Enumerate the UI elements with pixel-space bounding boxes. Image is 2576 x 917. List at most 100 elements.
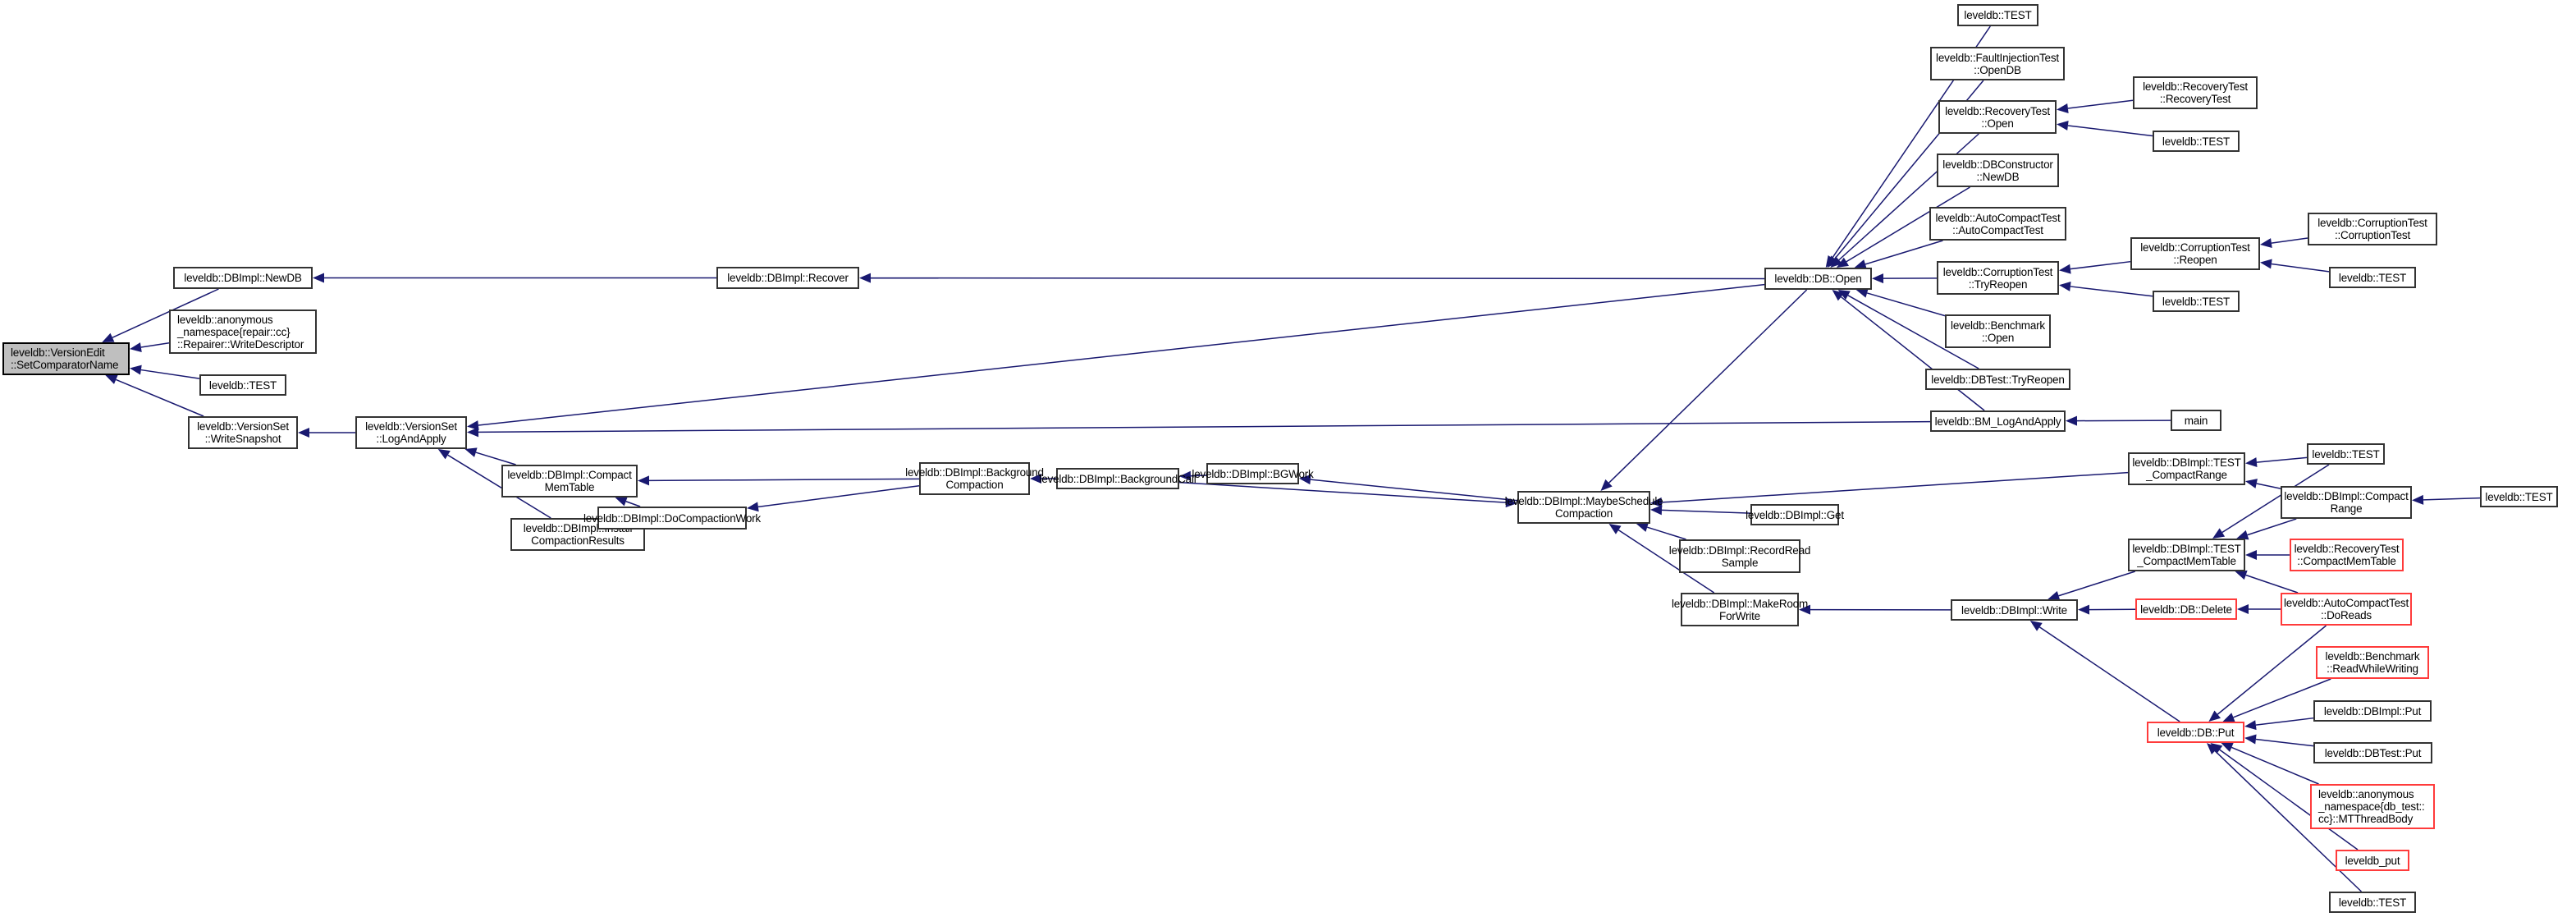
arrowhead-icon [2212,528,2226,539]
node-db-put[interactable]: leveldb::DB::Put [2147,722,2244,743]
edge-makeroom-to-maybeschedule [1617,530,1715,594]
arrowhead-icon [464,447,478,457]
node-dbtest-put[interactable]: leveldb::DBTest::Put [2313,742,2432,763]
edge-test_corr2-to-corruptionreopen [2271,263,2330,273]
edge-test_corr1-to-corruptiontryreopen [2070,286,2153,297]
arrowhead-icon [2208,710,2221,722]
node-root-setcomparatorname[interactable]: leveldb::VersionEdit ::SetComparatorName [2,342,130,375]
edge-dbopen-to-recover [870,277,1765,280]
node-test[interactable]: leveldb::TEST [2329,267,2416,288]
edge-mtthreadbody-to-dbput [2231,746,2319,785]
arrowhead-icon [130,342,142,352]
edge-bgwork-to-backgroundcall [1190,475,1207,477]
arrowhead-icon [1179,470,1192,481]
node-corruptiontest-tryreopen[interactable]: leveldb::CorruptionTest ::TryReopen [1937,261,2059,295]
node-main[interactable]: main [2171,410,2221,431]
edge-dbopen-to-logandapply [478,283,1765,426]
node-db-open[interactable]: leveldb::DB::Open [1764,268,1872,290]
edge-test_cr-to-testcompactmemtable [2221,464,2330,534]
node-dbimpl-compactrange[interactable]: leveldb::DBImpl::Compact Range [2281,486,2412,519]
arrowhead-icon [2207,743,2219,755]
arrowhead-icon [2221,742,2234,752]
node-test[interactable]: leveldb::TEST [199,374,286,396]
arrowhead-icon [1855,288,1869,298]
arrowhead-icon [130,365,142,375]
edge-docompactionwork-to-compactmemtable [625,501,641,507]
arrowhead-icon [2057,103,2069,113]
node-dbimpl-newdb[interactable]: leveldb::DBImpl::NewDB [173,267,313,289]
arrowhead-icon [1299,475,1311,485]
node-benchmark-open[interactable]: leveldb::Benchmark ::Open [1945,314,2051,348]
node-test[interactable]: leveldb::TEST [2307,443,2385,465]
node-corruptiontest-ctor[interactable]: leveldb::CorruptionTest ::CorruptionTest [2308,213,2437,245]
node-test[interactable]: leveldb::TEST [1957,4,2038,26]
arrowhead-icon [615,497,628,507]
node-versionset-logandapply[interactable]: leveldb::VersionSet ::LogAndApply [355,416,467,449]
arrowhead-icon [1830,256,1842,268]
node-dbconstructor-newdb[interactable]: leveldb::DBConstructor ::NewDB [1937,154,2059,187]
arrowhead-icon [1636,522,1649,532]
node-anonymous-mtthreadbody[interactable]: leveldb::anonymous _namespace{db_test:: … [2310,784,2435,829]
arrowhead-icon [2245,550,2257,560]
edge-bmlogandapply-to-dbopen [1841,296,1985,411]
node-dbimpl-test-compactmemtable[interactable]: leveldb::DBImpl::TEST _CompactMemTable [2128,539,2245,571]
node-dbimpl-recordreadsample[interactable]: leveldb::DBImpl::RecordRead Sample [1669,539,1810,573]
node-dbimpl-backgroundcompaction[interactable]: leveldb::DBImpl::Background Compaction [905,462,1044,495]
node-test[interactable]: leveldb::TEST [2153,131,2240,152]
node-autocompacttest-ctor[interactable]: leveldb::AutoCompactTest ::AutoCompactTe… [1929,207,2066,241]
arrowhead-icon [2260,259,2272,269]
node-dbimpl-put[interactable]: leveldb::DBImpl::Put [2313,700,2432,722]
node-recoverytest-ctor[interactable]: leveldb::RecoveryTest ::RecoveryTest [2133,76,2258,109]
node-leveldb-put[interactable]: leveldb_put [2336,850,2409,871]
arrowhead-icon [2244,720,2257,731]
node-dbimpl-docompactionwork[interactable]: leveldb::DBImpl::DoCompactionWork [583,507,761,530]
node-recoverytest-compactmemtable[interactable]: leveldb::RecoveryTest ::CompactMemTable [2290,539,2404,571]
node-test[interactable]: leveldb::TEST [2153,291,2240,312]
edge-maybeschedule-to-bgwork [1310,479,1518,502]
arrowhead-icon [2066,415,2078,426]
edge-test_rec-to-recoveryopen [2067,125,2153,137]
node-bm-logandapply[interactable]: leveldb::BM_LogAndApply [1930,410,2066,432]
arrowhead-icon [2235,570,2248,580]
node-db-delete[interactable]: leveldb::DB::Delete [2135,598,2237,620]
arrowhead-icon [2059,264,2071,274]
node-recoverytest-open[interactable]: leveldb::RecoveryTest ::Open [1938,100,2057,134]
edge-test_cr-to-testcompactrange [2256,456,2308,463]
node-dbimpl-recover[interactable]: leveldb::DBImpl::Recover [716,267,859,289]
arrowhead-icon [859,273,872,283]
arrowhead-icon [467,420,479,431]
arrowhead-icon [2059,281,2071,291]
edge-compactrange-to-testcompactmemtable [2247,518,2297,536]
node-benchmark-readwhilewriting[interactable]: leveldb::Benchmark ::ReadWhileWriting [2316,646,2429,679]
node-dbimpl-write[interactable]: leveldb::DBImpl::Write [1951,599,2078,621]
node-dbimpl-makeroomforwrite[interactable]: leveldb::DBImpl::MakeRoom ForWrite [1672,593,1808,626]
arrowhead-icon [1854,259,1867,269]
node-dbimpl-compactmemtable[interactable]: leveldb::DBImpl::Compact MemTable [501,465,638,497]
node-test[interactable]: leveldb::TEST [2480,486,2558,507]
edge-dbopen-to-maybeschedule [1608,289,1808,484]
node-faultinjectiontest-opendb[interactable]: leveldb::FaultInjectionTest ::OpenDB [1930,47,2065,80]
edge-backgroundcompaction-to-docompactionwork [757,485,920,508]
node-dbimpl-test-compactrange[interactable]: leveldb::DBImpl::TEST _CompactRange [2128,452,2245,485]
arrowhead-icon [2412,494,2424,505]
arrowhead-icon [2029,621,2043,631]
node-dbimpl-installcompactionresults[interactable]: leveldb::DBImpl::Install CompactionResul… [510,518,645,551]
node-test[interactable]: leveldb::TEST [2329,892,2416,913]
node-autocompacttest-doreads[interactable]: leveldb::AutoCompactTest ::DoReads [2281,593,2412,626]
arrowhead-icon [1608,524,1622,534]
node-dbimpl-backgroundcall[interactable]: leveldb::DBImpl::BackgroundCall [1039,468,1196,489]
edge-dbimplput-to-dbput [2255,717,2314,726]
edge-bmlogandapply-to-logandapply [478,420,1931,433]
node-repairer-writedescriptor[interactable]: leveldb::anonymous _namespace{repair::cc… [169,309,317,354]
edge-benchopen-to-dbopen [1866,292,1946,317]
arrowhead-icon [1872,273,1884,284]
node-versionset-writesnapshot[interactable]: leveldb::VersionSet ::WriteSnapshot [188,416,298,449]
node-corruptiontest-reopen[interactable]: leveldb::CorruptionTest ::Reopen [2130,237,2260,270]
node-dbimpl-maybeschedulecompaction[interactable]: leveldb::DBImpl::MaybeSchedule Compactio… [1505,491,1663,524]
node-dbtest-tryreopen[interactable]: leveldb::DBTest::TryReopen [1925,369,2070,390]
edge-compactmemtable-to-logandapply [475,452,516,465]
node-dbimpl-bgwork[interactable]: leveldb::DBImpl::BGWork [1192,463,1314,484]
node-dbimpl-get[interactable]: leveldb::DBImpl::Get [1746,504,1844,525]
edge-installcompaction-to-logandapply [447,454,551,519]
